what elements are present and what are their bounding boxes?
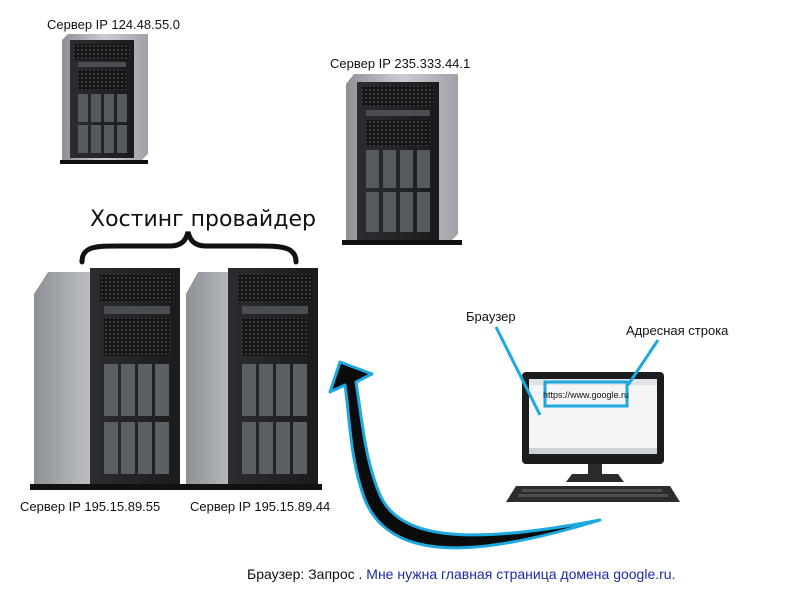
server-tower-1 — [60, 34, 148, 164]
server-label-3: Сервер IP 195.15.89.55 — [20, 499, 161, 514]
server-label-2: Сервер IP 235.333.44.1 — [330, 56, 471, 71]
address-bar-label: Адресная строка — [626, 323, 729, 338]
address-bar-url: https://www.google.ru — [543, 390, 629, 400]
request-text: Мне нужна главная страница домена google… — [366, 566, 676, 582]
server-tower-4 — [182, 268, 322, 490]
hosting-provider-title: Хостинг провайдер — [90, 207, 316, 232]
request-prefix: Браузер: Запрос . — [247, 566, 367, 582]
desktop-computer: https://www.google.ru — [506, 372, 680, 502]
server-label-4: Сервер IP 195.15.89.44 — [190, 499, 331, 514]
hosting-brace — [79, 231, 299, 265]
browser-callout-line — [494, 326, 542, 416]
browser-label: Браузер — [466, 309, 516, 324]
address-bar-callout-line — [626, 339, 660, 386]
server-tower-3 — [30, 268, 184, 490]
server-label-1: Сервер IP 124.48.55.0 — [47, 17, 181, 32]
server-tower-2 — [342, 74, 462, 245]
request-caption: Браузер: Запрос . Мне нужна главная стра… — [247, 566, 675, 582]
request-arrow — [328, 360, 602, 550]
address-bar-highlight — [543, 380, 629, 408]
monitor-screen — [529, 379, 657, 454]
